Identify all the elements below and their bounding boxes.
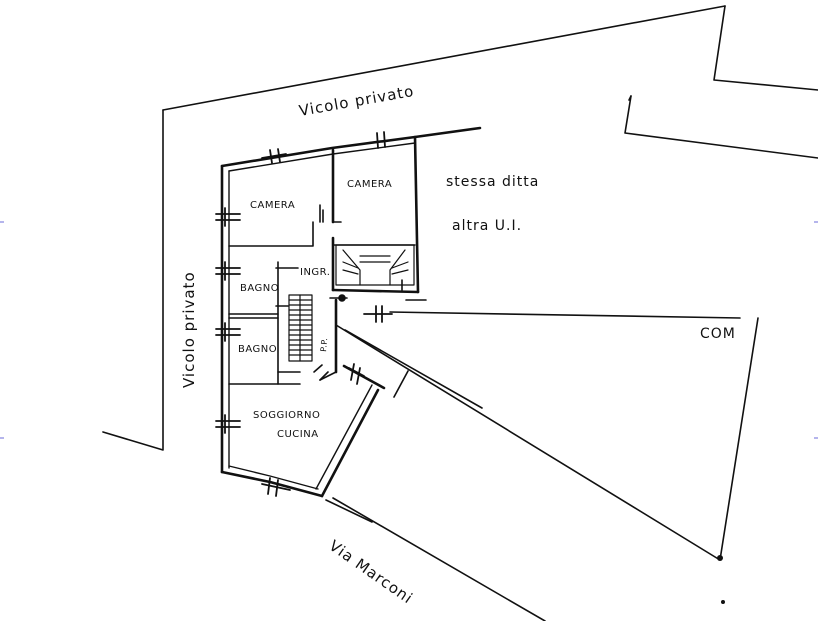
- drive-line-1: [344, 329, 483, 409]
- divider-line: [628, 95, 632, 101]
- top-alley-line: [162, 5, 726, 111]
- neighbour-outline-2: [624, 95, 818, 159]
- corte-point: [717, 555, 723, 561]
- stair-turn: [342, 249, 361, 286]
- via-marconi-tick: [325, 499, 373, 523]
- label-altra-ui: altra U.I.: [452, 218, 522, 234]
- wall-top: [220, 126, 482, 168]
- wall-living-right: [320, 388, 380, 498]
- drive-line-2: [393, 370, 409, 398]
- stairs-upper: [335, 244, 415, 286]
- via-marconi-edge: [332, 497, 546, 621]
- label-pianerottolo: P.P.: [319, 337, 329, 352]
- label-camera-left: CAMERA: [250, 200, 295, 211]
- label-left-alley: Vicolo privato: [180, 271, 198, 388]
- wall-camera-r-right: [413, 135, 420, 294]
- wall-bottom-inner: [228, 465, 319, 490]
- stairs-main: [288, 294, 313, 362]
- door-living-2: [319, 371, 329, 381]
- wall-living-right-in: [315, 384, 373, 490]
- window-bottom-1: [261, 477, 291, 497]
- courtyard-diagonal: [335, 324, 721, 561]
- window-living-right: [348, 363, 365, 385]
- label-ingresso: INGR.: [300, 267, 330, 278]
- wall-top-inner: [228, 142, 416, 172]
- left-alley-line: [102, 109, 164, 451]
- street-boundaries: [102, 5, 818, 621]
- neighbour-outline: [713, 5, 818, 91]
- corner-marks: [717, 555, 725, 604]
- window-left-4: [215, 414, 241, 434]
- wall-bottom: [220, 470, 324, 498]
- north-mark: [721, 600, 725, 604]
- edge-ticks: [0, 221, 818, 439]
- wall-camera-l-bottom: [228, 221, 314, 247]
- door-living: [313, 364, 323, 373]
- window-left-1: [215, 207, 241, 227]
- window-top-2: [367, 131, 394, 149]
- door-marks: [275, 204, 427, 381]
- window-top-1: [261, 148, 287, 164]
- window-corridor: [363, 305, 393, 323]
- label-soggiorno: SOGGIORNO: [253, 410, 320, 421]
- label-cucina: CUCINA: [277, 429, 319, 440]
- label-bagno-upper: BAGNO: [240, 283, 279, 294]
- label-camera-right: CAMERA: [347, 179, 392, 190]
- wall-stair-bottom: [319, 371, 337, 381]
- window-marks: [215, 131, 394, 497]
- label-via-marconi: Via Marconi: [326, 537, 417, 608]
- label-bagno-lower: BAGNO: [238, 344, 277, 355]
- wall-corridor: [331, 288, 420, 294]
- label-corte: COM: [700, 326, 736, 342]
- stair-turn-2: [389, 249, 406, 286]
- label-stessa-ditta: stessa ditta: [446, 174, 539, 190]
- window-left-3: [215, 322, 241, 342]
- window-left-2: [215, 261, 241, 281]
- label-top-alley: Vicolo privato: [298, 82, 416, 120]
- labels: Vicolo privato Vicolo privato Via Marcon…: [180, 82, 736, 608]
- courtyard-right: [719, 317, 759, 561]
- courtyard-top: [389, 311, 741, 319]
- stair-well-2: [335, 244, 415, 286]
